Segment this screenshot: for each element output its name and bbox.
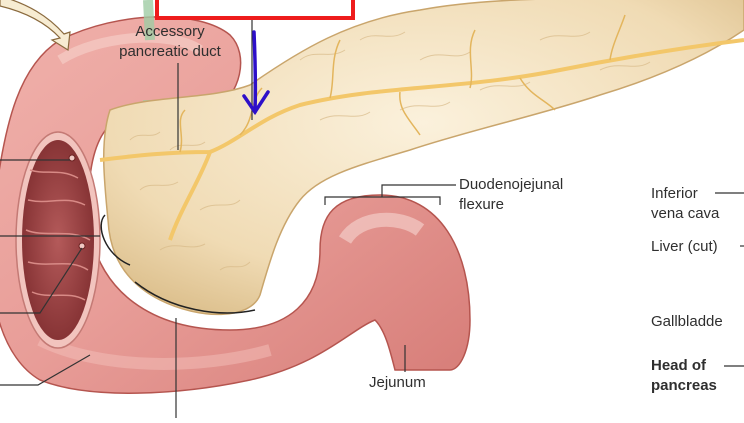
annotation-arrow-icon xyxy=(242,30,270,116)
label-line: pancreatic duct xyxy=(119,43,221,60)
main-pancreatic-duct xyxy=(99,38,744,162)
label-duodenojejunal-flexure: Duodenojejunal flexure xyxy=(459,175,563,215)
label-accessory-pancreatic-duct: Accessory pancreatic duct xyxy=(100,22,240,62)
label-liver-cut: Liver (cut) xyxy=(651,238,718,255)
head-of-pancreas-bracket xyxy=(134,281,256,314)
label-line: pancreas xyxy=(651,377,717,394)
label-line: vena cava xyxy=(651,205,720,222)
label-line: Accessory xyxy=(135,23,205,40)
label-inferior-vena-cava: Inferior vena cava xyxy=(651,184,719,224)
pancreas xyxy=(99,0,744,316)
duodenum-cross-section xyxy=(15,131,101,349)
label-head-of-pancreas: Head of pancreas xyxy=(651,356,717,396)
label-line: Head of xyxy=(651,357,707,374)
direction-arrow-icon xyxy=(0,0,71,52)
label-jejunum: Jejunum xyxy=(369,374,426,391)
label-gallbladder: Gallbladde xyxy=(651,313,723,330)
label-line: Inferior xyxy=(651,185,698,202)
label-line: flexure xyxy=(459,196,505,213)
label-line: Duodenojejunal xyxy=(459,176,564,193)
highlight-box xyxy=(155,0,355,20)
